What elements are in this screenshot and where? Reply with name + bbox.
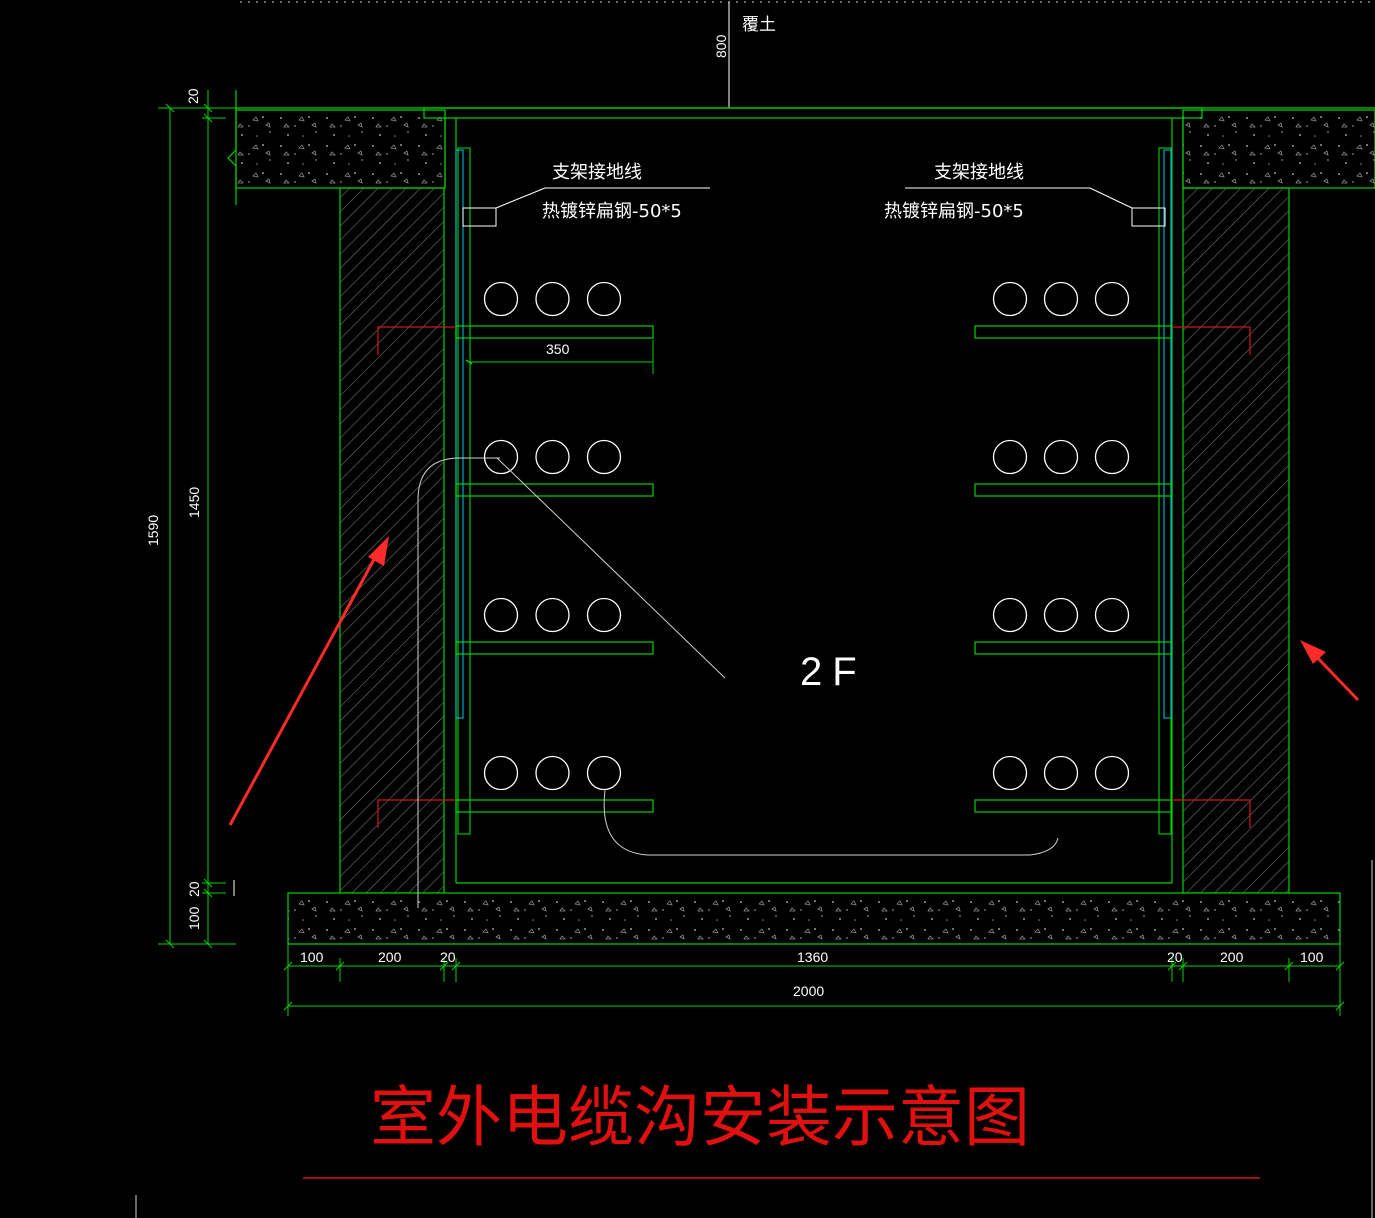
bracket-right — [974, 641, 1173, 655]
trench-inner — [455, 118, 1173, 884]
soil-depth-label: 800 — [713, 34, 729, 58]
rebar — [377, 326, 1251, 828]
dim-top-cover: 20 — [185, 88, 201, 104]
dim-inner-height: 1450 — [186, 487, 202, 518]
right-ground-title: 支架接地线 — [934, 162, 1024, 183]
dim-right-edge: 100 — [1300, 949, 1324, 965]
annotation-arrow-left — [228, 536, 389, 826]
dim-left-wall: 200 — [378, 949, 402, 965]
cable — [483, 439, 519, 475]
soil-cover-callout: 800 覆土 — [713, 2, 776, 108]
floor-leader — [496, 457, 726, 679]
dim-bottom-gap: 20 — [186, 881, 202, 897]
right-grounding-strip — [1163, 149, 1172, 719]
left-support-post — [455, 147, 471, 835]
bracket-right — [974, 325, 1173, 339]
bracket-tiers — [455, 281, 1173, 813]
cable — [1043, 439, 1079, 475]
bracket-left — [455, 799, 654, 813]
bracket-left — [455, 641, 654, 655]
cable — [483, 755, 519, 791]
dim-left-edge: 100 — [300, 949, 324, 965]
cable — [586, 281, 622, 317]
cable-route-bottom — [603, 789, 1059, 856]
bracket-left — [455, 483, 654, 497]
cable — [992, 597, 1028, 633]
left-grounding-strip — [455, 149, 464, 719]
cable — [586, 439, 622, 475]
trench-cover-plate — [423, 107, 1203, 119]
cable — [1043, 597, 1079, 633]
cable — [483, 597, 519, 633]
dim-total-height: 1590 — [145, 515, 161, 546]
left-wall — [339, 187, 445, 894]
cable — [483, 281, 519, 317]
top-slabs — [227, 90, 1375, 205]
dim-inner-width: 1360 — [797, 949, 828, 965]
annotation-arrow-right — [1300, 640, 1360, 702]
right-ground-callout: 支架接地线 热镀锌扁钢-50*5 — [884, 162, 1166, 227]
cable — [535, 597, 570, 633]
cable — [535, 281, 570, 317]
bracket-length-dim: 350 — [465, 340, 654, 374]
dim-right-gap: 20 — [1167, 949, 1183, 965]
cable — [1043, 755, 1079, 791]
bracket-left — [455, 325, 654, 339]
horizontal-dimensions — [283, 944, 1345, 1016]
cable — [992, 439, 1028, 475]
cable — [535, 439, 570, 475]
cable — [992, 755, 1028, 791]
soil-cover-label: 覆土 — [742, 15, 776, 35]
left-ground-callout: 支架接地线 热镀锌扁钢-50*5 — [462, 162, 710, 227]
left-ground-spec: 热镀锌扁钢-50*5 — [542, 201, 682, 222]
left-ground-title: 支架接地线 — [552, 162, 642, 183]
cable — [586, 597, 622, 633]
drawing-title: 室外电缆沟安装示意图 — [370, 1079, 1030, 1156]
dim-total-width: 2000 — [793, 983, 824, 999]
cable — [1094, 281, 1130, 317]
cable — [1043, 281, 1079, 317]
cable — [1094, 597, 1130, 633]
bottom-slab — [287, 892, 1341, 945]
dim-bottom-slab: 100 — [186, 906, 202, 930]
cable — [1094, 755, 1130, 791]
cable — [1094, 439, 1130, 475]
cable — [992, 281, 1028, 317]
floor-mark: 2F — [800, 650, 867, 694]
right-wall — [1182, 187, 1290, 894]
right-support-post — [1158, 147, 1172, 835]
bracket-right — [974, 799, 1173, 813]
dim-right-wall: 200 — [1220, 949, 1244, 965]
vertical-dimensions — [158, 90, 236, 949]
bracket-right — [974, 483, 1173, 497]
right-ground-spec: 热镀锌扁钢-50*5 — [884, 201, 1024, 222]
bracket-length-label: 350 — [546, 341, 570, 357]
cable — [586, 755, 622, 791]
cable — [535, 755, 570, 791]
cable-route-left — [417, 457, 500, 908]
dim-left-gap: 20 — [440, 949, 456, 965]
